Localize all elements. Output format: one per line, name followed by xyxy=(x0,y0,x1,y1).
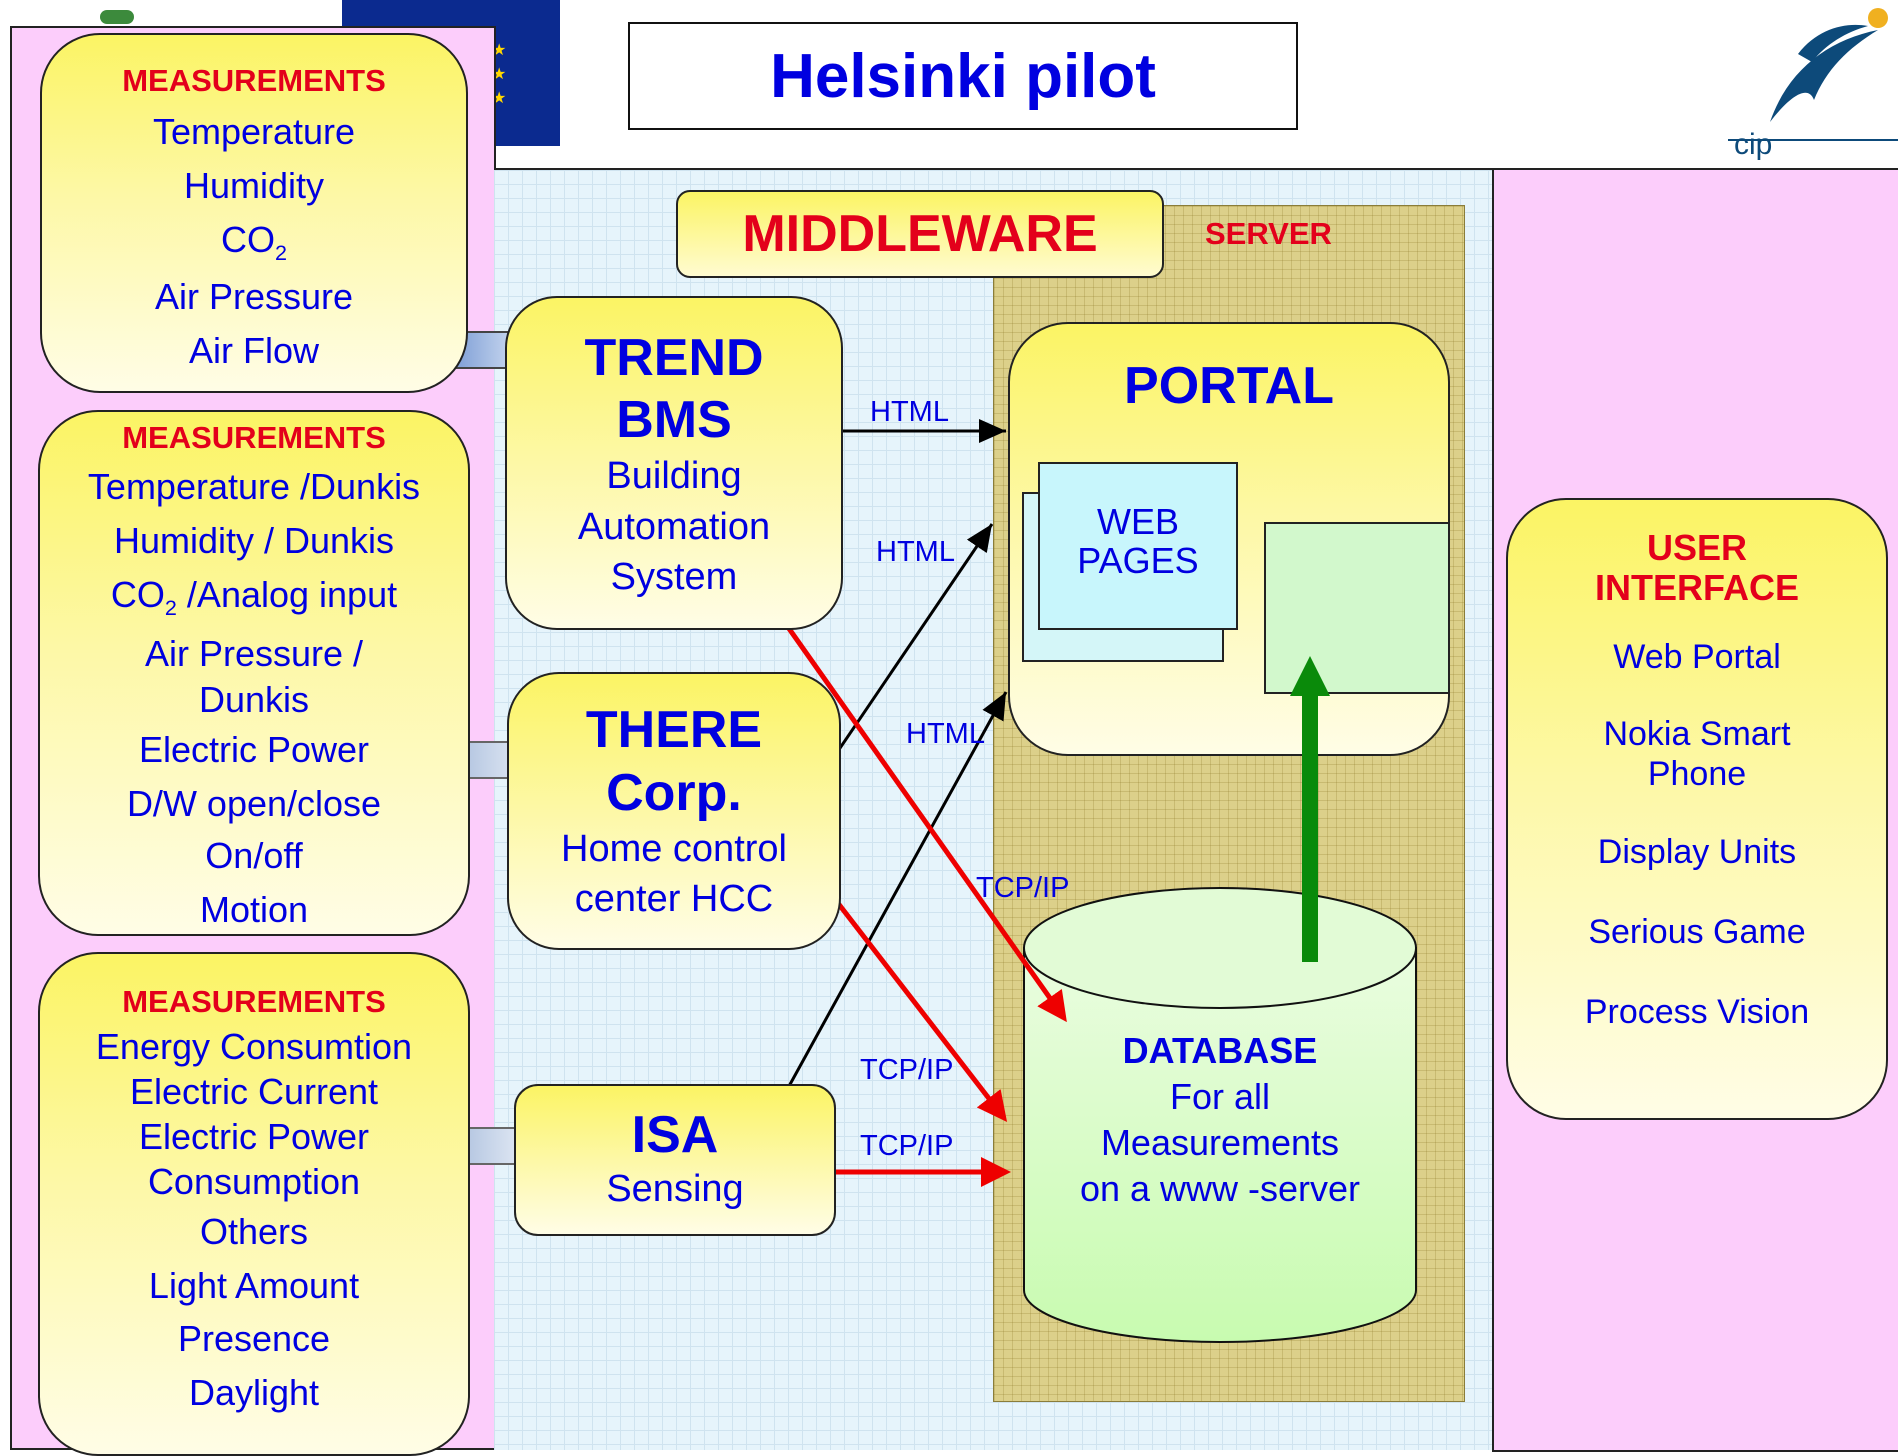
tcp-label-isa: TCP/IP xyxy=(860,1130,954,1162)
user-interface-heading: INTERFACE xyxy=(1594,567,1799,608)
tcp-arrow-trend xyxy=(763,594,1067,1023)
green-mark xyxy=(100,10,134,24)
web-pages-label: WEB xyxy=(1096,501,1179,542)
database-title: DATABASE xyxy=(1122,1030,1318,1071)
html-label-isa: HTML xyxy=(906,718,985,750)
user-interface-heading: USER xyxy=(1646,527,1748,568)
trend-subtitle: BMS xyxy=(616,391,732,449)
measurement-item: Air Flow xyxy=(188,330,319,372)
measurement-item: Humidity / Dunkis xyxy=(113,520,395,561)
measurements-box-2: MEASUREMENTS Temperature /Dunkis Humidit… xyxy=(38,410,470,936)
trend-desc: Building xyxy=(606,455,742,497)
middleware-label-box: MIDDLEWARE xyxy=(676,190,1164,278)
measurements-heading: MEASUREMENTS xyxy=(122,63,386,98)
measurement-item: On/off xyxy=(205,835,303,877)
trend-desc: Automation xyxy=(577,506,771,548)
ui-item: Process Vision xyxy=(1584,993,1810,1031)
database-text: DATABASE For all Measurements on a www -… xyxy=(1024,1028,1416,1212)
portal-green-panel xyxy=(1264,522,1448,694)
database-desc: on a www -server xyxy=(1079,1168,1361,1209)
trend-bms-box: TREND BMS Building Automation System xyxy=(505,296,843,630)
page-title: Helsinki pilot xyxy=(770,41,1156,111)
there-subtitle: Corp. xyxy=(606,764,742,822)
measurement-item: D/W open/close xyxy=(126,783,382,825)
measurement-item: Energy Consumtion xyxy=(95,1026,413,1067)
database-cylinder xyxy=(1023,887,1417,1343)
measurement-item: Electric Current xyxy=(129,1071,379,1112)
portal-title: PORTAL xyxy=(1124,357,1334,415)
measurement-item: Electric Power xyxy=(138,1116,370,1157)
cip-logo-text: cip xyxy=(1734,128,1773,161)
html-label-there: HTML xyxy=(876,536,955,568)
measurement-item: Others xyxy=(199,1211,309,1252)
user-interface-box: USER INTERFACE Web Portal Nokia Smart Ph… xyxy=(1506,498,1888,1120)
measurement-item: Consumption xyxy=(147,1161,361,1202)
middleware-label: MIDDLEWARE xyxy=(742,205,1098,263)
measurement-item: CO2 xyxy=(220,219,287,266)
html-arrow-isa xyxy=(764,691,1008,1129)
database-desc: For all xyxy=(1169,1076,1271,1117)
measurement-item: Daylight xyxy=(188,1372,320,1413)
measurement-item: Presence xyxy=(177,1318,331,1359)
web-pages-box: WEB PAGES xyxy=(1038,462,1238,630)
measurement-item: Light Amount xyxy=(148,1265,360,1306)
measurement-item: Air Pressure / Dunkis xyxy=(144,633,364,721)
there-desc: Home control xyxy=(561,828,787,870)
measurement-item: Air Pressure xyxy=(154,276,354,318)
database-desc: Measurements xyxy=(1100,1122,1340,1163)
measurement-item: Electric Power xyxy=(138,729,370,771)
isa-title: ISA xyxy=(631,1106,719,1164)
measurement-item: Temperature xyxy=(152,111,356,152)
ui-item: Nokia Smart Phone xyxy=(1603,715,1791,793)
ui-item: Display Units xyxy=(1597,833,1797,871)
server-label: SERVER xyxy=(1205,216,1332,251)
measurements-heading: MEASUREMENTS xyxy=(122,420,386,455)
there-title: THERE xyxy=(585,701,763,759)
ui-item: Web Portal xyxy=(1613,638,1781,676)
title-box: Helsinki pilot xyxy=(628,22,1298,130)
trend-title: TREND xyxy=(584,329,764,387)
measurement-item: Temperature /Dunkis xyxy=(87,466,421,507)
there-corp-box: THERE Corp. Home control center HCC xyxy=(507,672,841,950)
cip-logo: cip xyxy=(1728,0,1898,168)
ui-item: Serious Game xyxy=(1588,913,1806,951)
isa-box: ISA Sensing xyxy=(514,1084,836,1236)
measurements-box-3: MEASUREMENTS Energy Consumtion Electric … xyxy=(38,952,470,1456)
measurement-item: Motion xyxy=(199,889,309,931)
measurement-item: CO2 /Analog input xyxy=(110,574,398,621)
green-arrow-shaft xyxy=(1302,690,1318,962)
measurements-box-1: MEASUREMENTS Temperature Humidity CO2 Ai… xyxy=(40,33,468,393)
web-pages-label: PAGES xyxy=(1077,540,1199,581)
html-label-trend: HTML xyxy=(870,396,949,428)
isa-desc: Sensing xyxy=(606,1168,744,1210)
measurement-item: Humidity xyxy=(183,165,325,206)
trend-desc: System xyxy=(610,556,738,598)
green-arrow-head xyxy=(1290,656,1330,696)
tcp-label-there: TCP/IP xyxy=(860,1054,954,1086)
there-desc: center HCC xyxy=(574,878,774,920)
measurements-heading: MEASUREMENTS xyxy=(122,984,386,1019)
tcp-label-trend: TCP/IP xyxy=(976,872,1070,904)
